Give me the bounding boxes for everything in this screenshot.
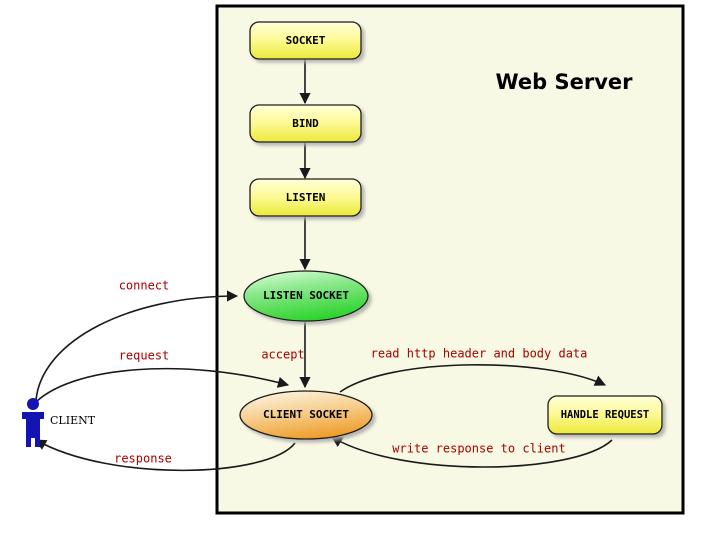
node-socket-label: SOCKET: [286, 34, 326, 47]
edge-request: [33, 367, 290, 405]
node-client-socket[interactable]: CLIENT SOCKET: [239, 390, 373, 440]
node-listen-label: LISTEN: [286, 191, 326, 204]
edges-layer: [33, 59, 613, 472]
node-listen[interactable]: LISTEN: [249, 178, 362, 217]
actor-client[interactable]: CLIENT: [22, 398, 96, 447]
actor-left-leg-icon: [26, 430, 31, 447]
node-bind-label: BIND: [292, 117, 319, 130]
edge-label-connect: connect: [119, 279, 170, 293]
edge-label-response: response: [114, 452, 172, 466]
edge-label-read: read http header and body data: [371, 347, 588, 361]
node-listen-socket-label: LISTEN SOCKET: [263, 289, 349, 302]
node-listen-socket[interactable]: LISTEN SOCKET: [243, 270, 369, 322]
node-bind-shape[interactable]: [249, 104, 362, 143]
node-listen-socket-shape[interactable]: [243, 270, 369, 322]
node-listen-shape[interactable]: [249, 178, 362, 217]
node-client-socket-shape[interactable]: [239, 390, 373, 440]
node-handle-request[interactable]: HANDLE REQUEST: [547, 395, 663, 435]
edge-read-request: [339, 364, 607, 393]
actor-right-leg-icon: [35, 430, 40, 447]
web-server-title: Web Server: [495, 70, 633, 94]
edge-write-response: [331, 436, 613, 468]
node-client-socket-label: CLIENT SOCKET: [263, 408, 349, 421]
edge-response: [35, 439, 296, 472]
node-socket-shape[interactable]: [249, 21, 362, 60]
actor-client-label: CLIENT: [50, 414, 96, 427]
node-socket[interactable]: SOCKET: [249, 21, 362, 60]
edge-connect: [35, 290, 239, 401]
node-handle-request-shape[interactable]: [547, 395, 663, 435]
edge-label-accept: accept: [261, 348, 304, 362]
node-handle-request-label: HANDLE REQUEST: [561, 409, 650, 421]
edge-label-request: request: [119, 349, 170, 363]
edge-label-write: write response to client: [392, 442, 565, 456]
node-bind[interactable]: BIND: [249, 104, 362, 143]
edge-labels-layer: connect accept request read http header …: [114, 279, 587, 466]
actor-head-icon: [27, 398, 39, 410]
